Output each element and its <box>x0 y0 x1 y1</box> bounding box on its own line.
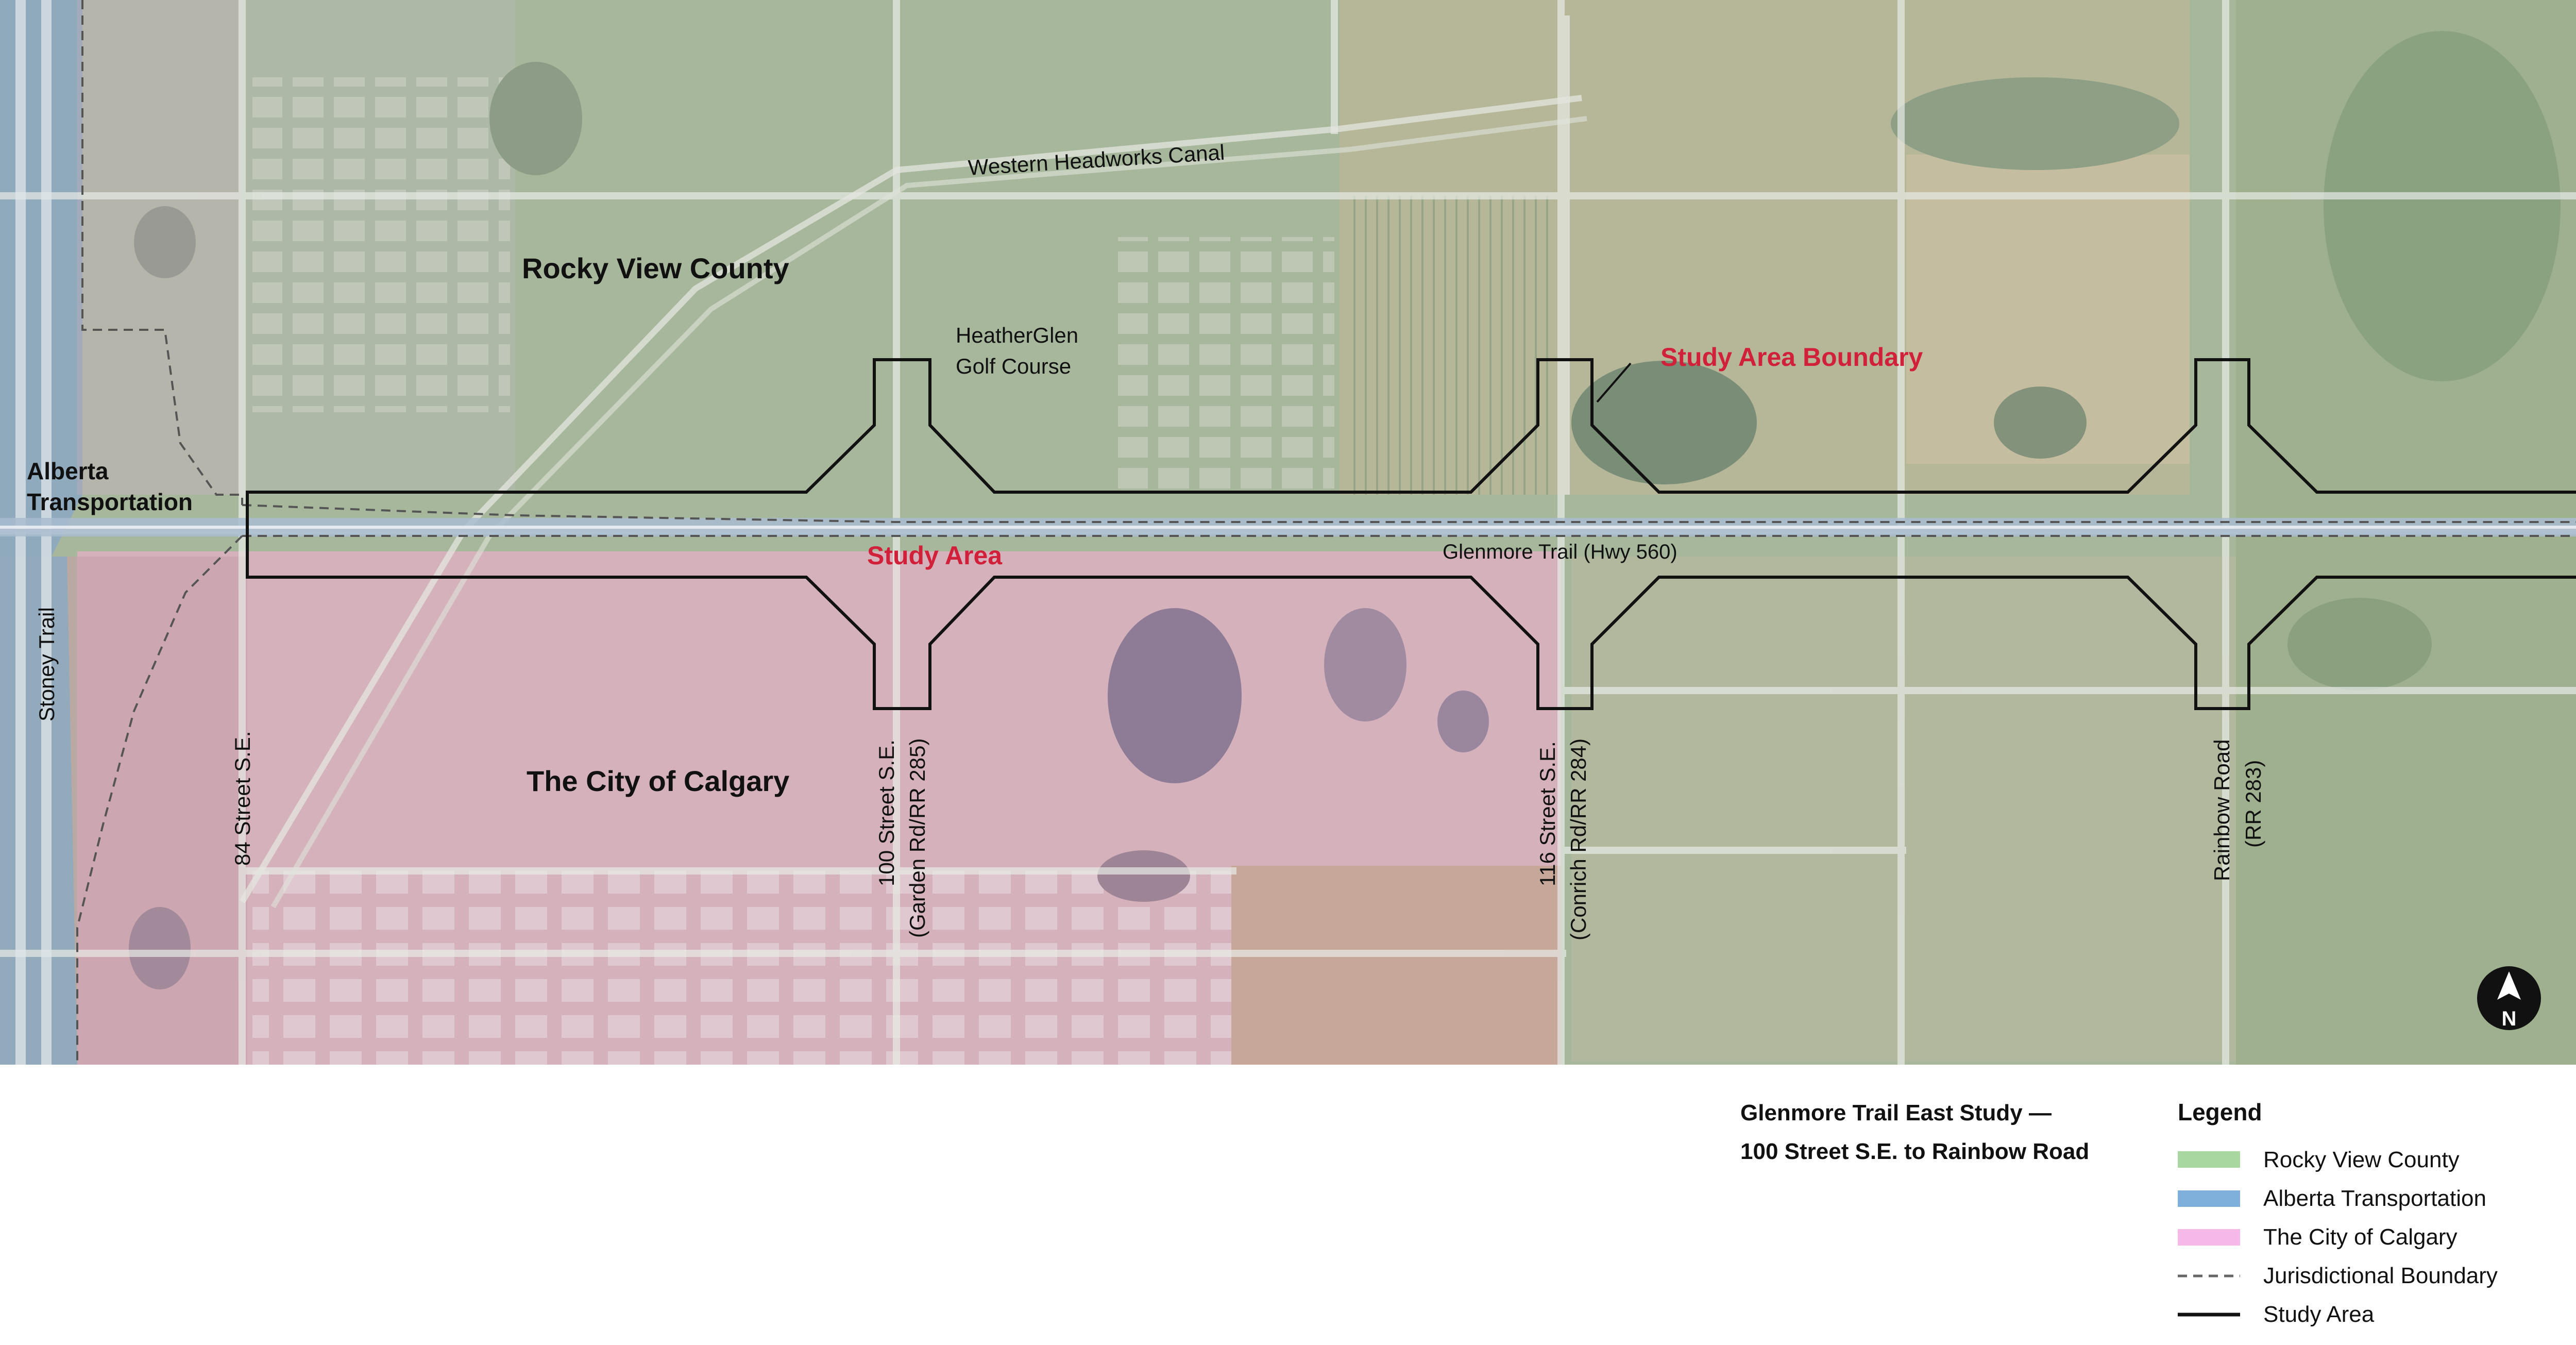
legend-label-alberta: Alberta Transportation <box>2263 1186 2486 1211</box>
boundary-leader-line <box>1596 362 1632 403</box>
street-100-label-line2: (Garden Rd/RR 285) <box>905 738 929 938</box>
title-block: Glenmore Trail East Study — 100 Street S… <box>1740 1100 2089 1164</box>
legend: Legend Rocky View County Alberta Transpo… <box>2178 1099 2498 1327</box>
heatherglen-label-line1: HeatherGlen <box>956 323 1078 347</box>
street-116-label-line2: (Conrich Rd/RR 284) <box>1566 738 1590 940</box>
map-title-line2: 100 Street S.E. to Rainbow Road <box>1740 1139 2089 1164</box>
rainbow-road-label-line2: (RR 283) <box>2241 760 2265 848</box>
alberta-transportation-label-line2: Transportation <box>27 489 193 515</box>
street-116-label-line1: 116 Street S.E. <box>1535 741 1560 886</box>
legend-label-rocky-view: Rocky View County <box>2263 1147 2460 1172</box>
glenmore-trail-label: Glenmore Trail (Hwy 560) <box>1443 541 1677 563</box>
rainbow-road-label-line1: Rainbow Road <box>2210 739 2234 881</box>
city-of-calgary-label: The City of Calgary <box>527 765 789 797</box>
aerial-basemap <box>0 0 2576 1065</box>
legend-label-calgary: The City of Calgary <box>2263 1224 2458 1250</box>
north-arrow-letter: N <box>2502 1007 2517 1030</box>
legend-heading: Legend <box>2178 1099 2262 1125</box>
heatherglen-label-line2: Golf Course <box>956 354 1071 378</box>
alberta-transportation-label-line1: Alberta <box>27 458 109 484</box>
study-area-boundary-label: Study Area Boundary <box>1660 343 1923 372</box>
legend-swatch-alberta <box>2178 1190 2240 1207</box>
study-area-outline <box>246 358 2576 710</box>
map-title-line1: Glenmore Trail East Study — <box>1740 1100 2052 1125</box>
rocky-view-county-label: Rocky View County <box>522 252 789 284</box>
legend-label-study-area: Study Area <box>2263 1302 2375 1327</box>
study-area-label: Study Area <box>867 541 1003 570</box>
legend-swatch-rocky-view <box>2178 1151 2240 1168</box>
jurisdictional-boundary <box>76 0 2576 1065</box>
legend-swatch-calgary <box>2178 1229 2240 1246</box>
legend-label-jurisdictional: Jurisdictional Boundary <box>2263 1263 2498 1288</box>
north-arrow-icon: N <box>2477 966 2541 1030</box>
street-84-label: 84 Street S.E. <box>230 731 255 866</box>
stoney-trail-label: Stoney Trail <box>35 607 59 721</box>
street-100-label-line1: 100 Street S.E. <box>874 739 899 886</box>
